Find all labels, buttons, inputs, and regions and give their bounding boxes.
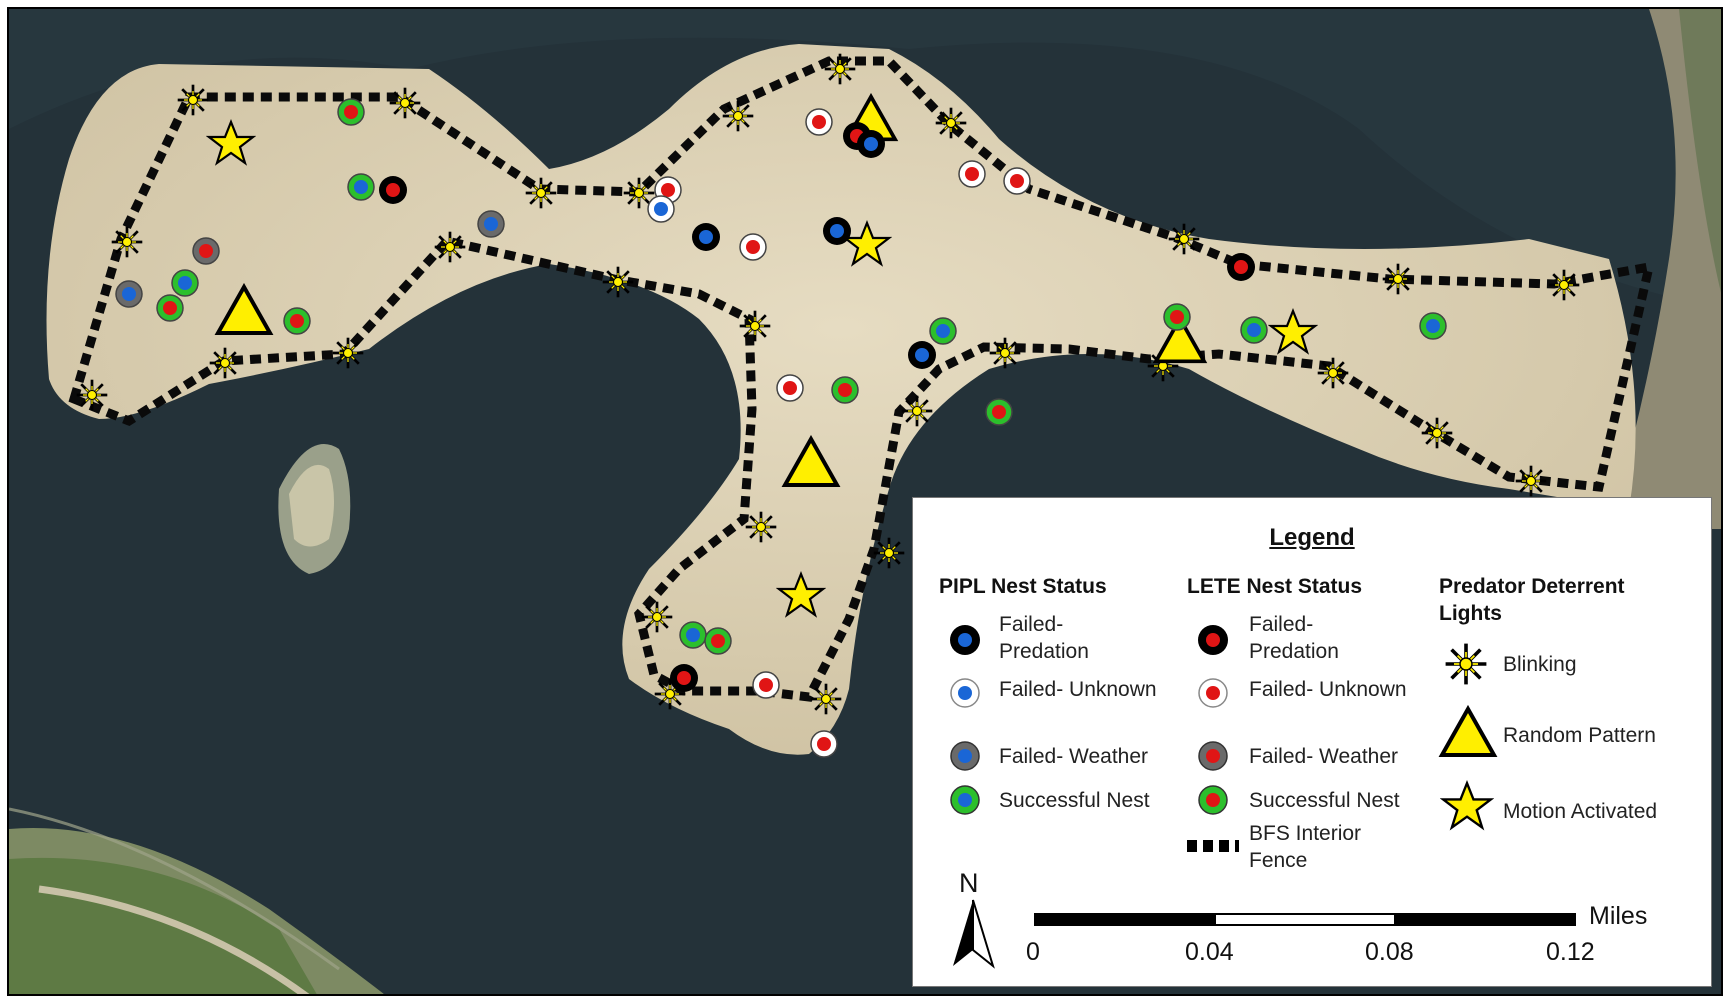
lete-nest-marker — [776, 374, 804, 402]
blinking-light-icon — [601, 265, 635, 299]
pipl-nest-marker — [823, 217, 851, 245]
lete-nest-marker — [337, 98, 365, 126]
pipl-nest-marker — [679, 621, 707, 649]
pipl-failed-weather-icon — [950, 741, 980, 771]
star-light-icon — [1442, 782, 1492, 829]
lete-legend-label: Successful Nest — [1249, 789, 1400, 812]
pipl-legend-label: Failed- Weather — [999, 745, 1149, 768]
blinking-light-icon — [208, 346, 242, 380]
pipl-nest-marker — [477, 210, 505, 238]
lete-nest-marker — [831, 376, 859, 404]
lete-nest-marker — [192, 237, 220, 265]
scale-tick: 0 — [1026, 938, 1040, 966]
scale-unit: Miles — [1589, 902, 1648, 930]
blinking-light-icon — [744, 510, 778, 544]
blinking-light-icon — [1443, 641, 1489, 687]
pipl-nest-marker — [647, 195, 675, 223]
lete-failed-unknown-icon — [1198, 678, 1228, 708]
blinking-light-icon — [433, 230, 467, 264]
blinking-light-icon — [809, 682, 843, 716]
north-arrow-icon — [953, 899, 995, 969]
lete-legend-label: Failed- Unknown — [1249, 678, 1407, 701]
lete-heading: LETE Nest Status — [1187, 575, 1363, 598]
lete-nest-marker — [704, 627, 732, 655]
right-shore — [1609, 9, 1721, 529]
pipl-nest-marker — [908, 341, 936, 369]
blinking-light-icon — [1316, 356, 1350, 390]
pipl-failed-predation-icon — [950, 625, 980, 655]
pipl-nest-marker — [1419, 312, 1447, 340]
scale-tick: 0.12 — [1546, 938, 1595, 966]
blinking-light-icon — [1514, 464, 1548, 498]
blinking-light-icon — [988, 336, 1022, 370]
scale-bar-segment — [1214, 913, 1396, 926]
pipl-failed-unknown-icon — [950, 678, 980, 708]
lights-legend-label: Blinking — [1503, 653, 1577, 676]
blinking-light-icon — [1547, 268, 1581, 302]
pipl-nest-marker — [347, 173, 375, 201]
lete-legend-label: Failed- Predation — [1249, 613, 1339, 663]
lete-nest-marker — [985, 398, 1013, 426]
blinking-light-icon — [640, 600, 674, 634]
triangle-light-icon — [1438, 704, 1498, 760]
lights-legend-label: Random Pattern — [1503, 724, 1656, 747]
blinking-light-icon — [331, 336, 365, 370]
map-legend: Legend PIPL Nest Status LETE Nest Status… — [912, 497, 1712, 987]
pipl-heading: PIPL Nest Status — [939, 575, 1107, 598]
fence-legend-icon — [1187, 840, 1239, 852]
lete-nest-marker — [1227, 253, 1255, 281]
pipl-successful-icon — [950, 785, 980, 815]
pipl-nest-marker — [857, 130, 885, 158]
pipl-legend-label: Failed- Predation — [999, 613, 1089, 663]
scale-tick: 0.08 — [1365, 938, 1414, 966]
lights-legend-label: Motion Activated — [1503, 800, 1658, 823]
pipl-nest-marker — [929, 317, 957, 345]
legend-title: Legend — [1269, 524, 1355, 551]
lete-nest-marker — [1003, 167, 1031, 195]
lete-legend-label: Failed- Weather — [1249, 745, 1399, 768]
pipl-legend-label: Successful Nest — [999, 789, 1150, 812]
blinking-light-icon — [110, 225, 144, 259]
lete-nest-marker — [752, 671, 780, 699]
pipl-nest-marker — [171, 269, 199, 297]
lete-nest-marker — [805, 108, 833, 136]
pipl-legend-label: Failed- Unknown — [999, 678, 1157, 701]
lete-nest-marker — [958, 160, 986, 188]
blinking-light-icon — [176, 83, 210, 117]
lete-nest-marker — [810, 730, 838, 758]
fence-legend-label: BFS Interior Fence — [1249, 822, 1362, 872]
lete-nest-marker — [156, 294, 184, 322]
scale-bar-segment — [1034, 913, 1216, 926]
lete-failed-predation-icon — [1198, 625, 1228, 655]
scale-tick: 0.04 — [1185, 938, 1234, 966]
lete-nest-marker — [1163, 303, 1191, 331]
lete-nest-marker — [283, 307, 311, 335]
blinking-light-icon — [388, 86, 422, 120]
blinking-light-icon — [900, 394, 934, 428]
lete-nest-marker — [670, 664, 698, 692]
lete-nest-marker — [379, 176, 407, 204]
map-frame: Legend PIPL Nest Status LETE Nest Status… — [7, 7, 1723, 996]
north-label: N — [959, 868, 979, 898]
nests-layer — [115, 98, 1447, 758]
blinking-light-icon — [75, 378, 109, 412]
blinking-light-icon — [1167, 222, 1201, 256]
blinking-light-icon — [1381, 262, 1415, 296]
lights-heading: Predator Deterrent Lights — [1439, 575, 1625, 625]
pipl-nest-marker — [115, 280, 143, 308]
pipl-nest-marker — [692, 223, 720, 251]
blinking-light-icon — [872, 536, 906, 570]
blinking-light-icon — [934, 106, 968, 140]
lete-nest-marker — [739, 233, 767, 261]
pipl-nest-marker — [1240, 316, 1268, 344]
blinking-light-icon — [823, 52, 857, 86]
scale-bar-segment — [1394, 913, 1576, 926]
blinking-light-icon — [738, 309, 772, 343]
blinking-light-icon — [721, 99, 755, 133]
lete-failed-weather-icon — [1198, 741, 1228, 771]
blinking-light-icon — [1420, 416, 1454, 450]
lete-successful-icon — [1198, 785, 1228, 815]
blinking-light-icon — [524, 176, 558, 210]
